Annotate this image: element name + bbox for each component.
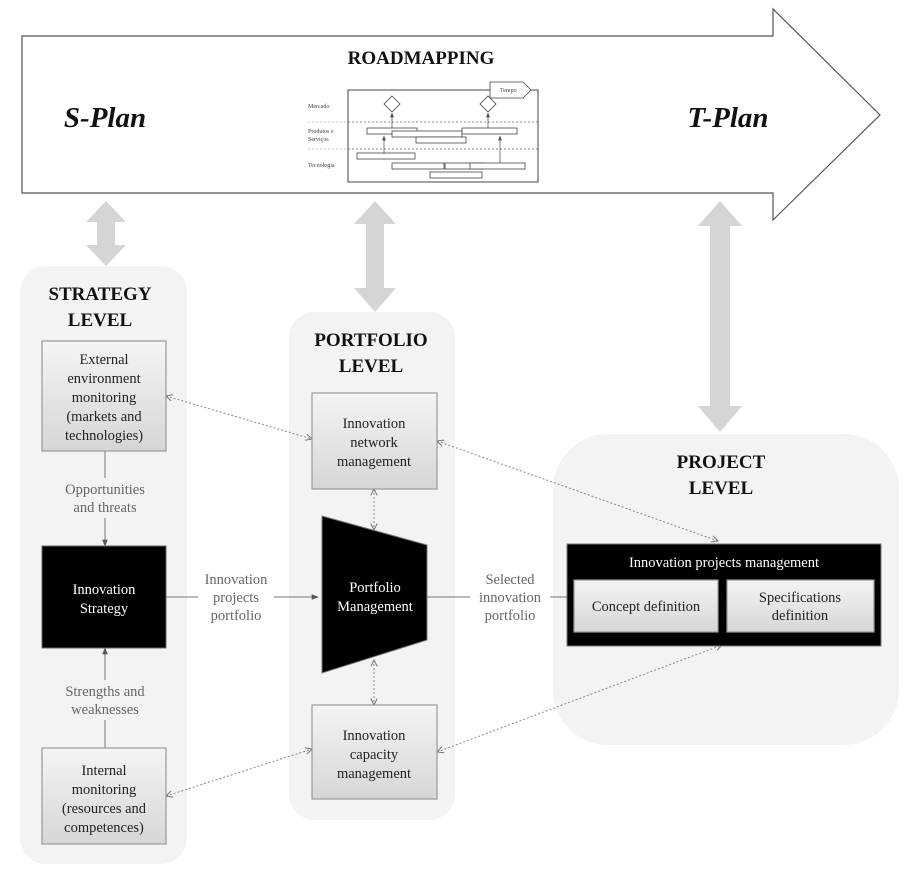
internal-monitoring-box xyxy=(41,747,167,845)
selected-innovation-portfolio-label: innovation xyxy=(479,590,542,606)
dotted-external-network-connector xyxy=(166,396,312,439)
mini-bar xyxy=(461,127,518,135)
mini-bar xyxy=(469,162,526,170)
internal-monitoring-text: Internal xyxy=(81,763,126,779)
mini-row-label: Serviços xyxy=(308,137,329,143)
mini-bar xyxy=(415,136,467,144)
flow-label-bg xyxy=(470,568,550,626)
internal-monitoring-text: (resources and xyxy=(62,801,147,817)
mini-row-label: Produtos e xyxy=(308,129,334,135)
mini-bar xyxy=(391,162,445,170)
dotted-network-project-connector xyxy=(437,441,718,541)
opportunities-threats-label: Opportunities xyxy=(65,482,145,498)
specifications-definition-text: definition xyxy=(772,608,829,624)
mini-roadmap-chart: Tempo Mercado Produtos e Serviços Tecnol… xyxy=(308,81,539,183)
mini-diamond xyxy=(479,95,497,113)
strengths-weaknesses-label: Strengths and xyxy=(65,684,145,700)
dotted-capacity-project-connector xyxy=(437,645,722,752)
mini-time-arrow xyxy=(489,81,532,99)
concept-definition-box xyxy=(573,579,719,633)
portfolio-roadmap-double-arrow xyxy=(354,201,396,312)
external-monitoring-text: (markets and xyxy=(66,409,142,425)
innovation-strategy-box xyxy=(41,545,167,649)
portfolio-level-title: PORTFOLIO xyxy=(314,330,427,351)
strategy-level-title: STRATEGY xyxy=(48,284,151,305)
external-monitoring-text: technologies) xyxy=(65,428,143,444)
innovation-network-management-box xyxy=(311,392,438,490)
innovation-strategy-text: Strategy xyxy=(80,601,129,617)
project-level-title: LEVEL xyxy=(689,478,753,499)
mini-bar xyxy=(391,130,463,138)
external-monitoring-text: External xyxy=(79,352,128,368)
network-management-text: management xyxy=(337,454,411,470)
s-plan-label: S-Plan xyxy=(64,102,146,134)
project-level-title: PROJECT xyxy=(677,452,766,473)
innovation-projects-management-title: Innovation projects management xyxy=(629,555,819,571)
portfolio-level-title: LEVEL xyxy=(339,356,403,377)
selected-innovation-portfolio-label: portfolio xyxy=(485,608,536,624)
strategy-level-title: LEVEL xyxy=(68,310,132,331)
mini-row-label: Mercado xyxy=(308,104,329,110)
concept-definition-text: Concept definition xyxy=(592,599,701,615)
network-management-text: Innovation xyxy=(343,416,407,432)
network-management-text: network xyxy=(350,435,398,451)
roadmapping-title: ROADMAPPING xyxy=(348,48,495,69)
innovation-projects-portfolio-label: Innovation xyxy=(205,572,269,588)
portfolio-management-text: Portfolio xyxy=(349,580,401,596)
internal-monitoring-text: monitoring xyxy=(72,782,136,798)
portfolio-management-funnel xyxy=(321,515,428,674)
innovation-strategy-text: Innovation xyxy=(73,582,137,598)
opportunities-threats-label: and threats xyxy=(73,500,137,516)
strategy-roadmap-double-arrow xyxy=(86,201,126,266)
mini-time-label: Tempo xyxy=(500,88,517,94)
dotted-internal-capacity-connector xyxy=(166,749,312,796)
flow-label-bg xyxy=(198,568,274,626)
innovation-capacity-management-box xyxy=(311,704,438,800)
selected-innovation-portfolio-label: Selected xyxy=(485,572,535,588)
innovation-projects-portfolio-label: projects xyxy=(213,590,259,606)
capacity-management-text: Innovation xyxy=(343,728,407,744)
specifications-definition-box xyxy=(726,579,875,633)
mini-bar xyxy=(356,152,416,160)
project-roadmap-double-arrow xyxy=(698,201,742,432)
strengths-weaknesses-label: weaknesses xyxy=(71,702,139,718)
external-monitoring-text: monitoring xyxy=(72,390,136,406)
internal-monitoring-text: competences) xyxy=(64,820,144,836)
mini-diamond xyxy=(383,95,401,113)
external-environment-monitoring-box xyxy=(41,340,167,452)
capacity-management-text: management xyxy=(337,766,411,782)
flow-label-bg xyxy=(54,478,158,518)
external-monitoring-text: environment xyxy=(67,371,140,387)
capacity-management-text: capacity xyxy=(350,747,399,763)
mini-bar xyxy=(429,171,483,179)
portfolio-management-text: Management xyxy=(337,599,413,615)
flow-label-bg xyxy=(54,680,158,720)
mini-row-label: Tecnologia xyxy=(308,163,335,169)
innovation-projects-portfolio-label: portfolio xyxy=(211,608,262,624)
t-plan-label: T-Plan xyxy=(687,102,768,134)
specifications-definition-text: Specifications xyxy=(759,590,842,606)
